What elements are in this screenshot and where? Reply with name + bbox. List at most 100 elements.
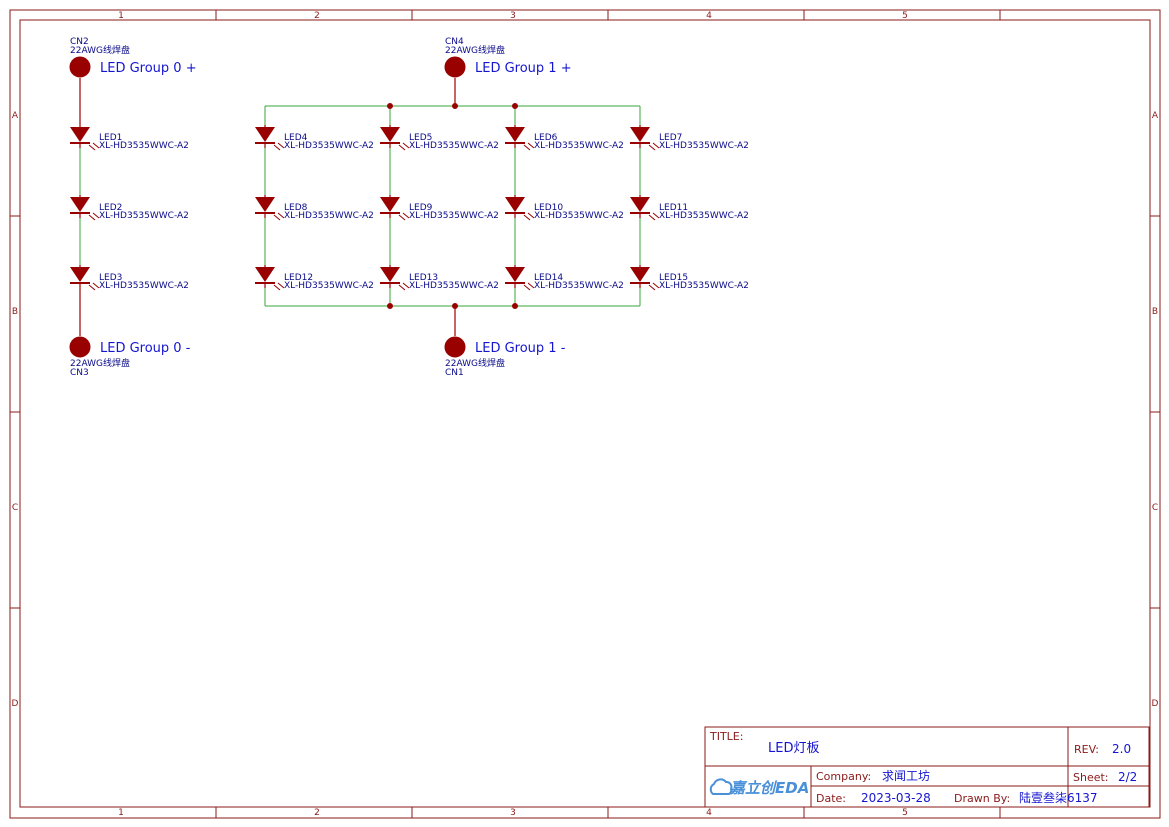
led-triangle (255, 267, 275, 282)
connector-footprint: 22AWG线焊盘 (70, 357, 130, 369)
led-arrow (273, 284, 281, 291)
led-triangle (505, 127, 525, 142)
led-arrow (652, 142, 660, 149)
led-part-number: XL-HD3535WWC-A2 (534, 281, 624, 291)
led-arrow (523, 214, 531, 221)
row-label-left: A (12, 111, 19, 121)
led-designator: LED5 (409, 133, 432, 143)
led-designator: LED2 (99, 203, 122, 213)
row-label-right: C (1152, 503, 1158, 513)
col-label-top: 3 (510, 11, 516, 21)
sheet-value: 2/2 (1118, 770, 1137, 784)
net-label: LED Group 1 - (475, 341, 566, 356)
row-label-right: A (1152, 111, 1159, 121)
led-arrow (648, 284, 656, 291)
led-triangle (70, 127, 90, 142)
led-arrow (277, 142, 285, 149)
connector-footprint: 22AWG线焊盘 (445, 44, 505, 56)
led-arrow (652, 282, 660, 289)
led-triangle (505, 267, 525, 282)
led-part-number: XL-HD3535WWC-A2 (99, 281, 189, 291)
led-arrow (88, 144, 96, 151)
title-block-border (704, 726, 1150, 808)
led-arrow (402, 282, 410, 289)
row-label-left: D (12, 699, 19, 709)
led-arrow (648, 214, 656, 221)
row-label-left: B (12, 307, 18, 317)
connector-cn3[interactable]: 22AWG线焊盘 CN3 LED Group 0 - (69, 336, 191, 378)
led-designator: LED13 (409, 273, 438, 283)
col-label-top: 1 (118, 11, 124, 21)
led-triangle (630, 127, 650, 142)
led-arrow (402, 212, 410, 219)
drawn-by-label: Drawn By: (954, 792, 1010, 805)
title-block: TITLE: LED灯板 REV: 2.0 Company: 求闻工坊 Shee… (704, 726, 1150, 808)
led-layer: LED1XL-HD3535WWC-A2LED2XL-HD3535WWC-A2LE… (70, 125, 749, 291)
led-arrow (527, 282, 535, 289)
col-label-bottom: 4 (706, 808, 712, 818)
led-arrow (648, 144, 656, 151)
led-designator: LED14 (534, 273, 563, 283)
led-arrow (523, 144, 531, 151)
connector-designator: CN1 (445, 368, 464, 378)
net-label: LED Group 1 + (475, 61, 572, 76)
led-triangle (630, 267, 650, 282)
led-arrow (652, 212, 660, 219)
led-part-number: XL-HD3535WWC-A2 (409, 141, 499, 151)
led-part-number: XL-HD3535WWC-A2 (284, 281, 374, 291)
cloud-icon (709, 778, 733, 795)
column-dividers (215, 10, 1001, 818)
connector-designator: CN2 (70, 37, 89, 47)
row-label-right: D (1152, 699, 1159, 709)
led-designator: LED7 (659, 133, 682, 143)
connector-cn1[interactable]: 22AWG线焊盘 CN1 LED Group 1 - (444, 336, 566, 378)
led-arrow (273, 144, 281, 151)
drawn-by-value: 陆壹叁柒6137 (1019, 790, 1098, 805)
led-designator: LED11 (659, 203, 688, 213)
led-part-number: XL-HD3535WWC-A2 (659, 281, 749, 291)
led-part-number: XL-HD3535WWC-A2 (659, 211, 749, 221)
junction-dot (452, 103, 458, 109)
sheet-title: LED灯板 (768, 741, 819, 756)
led-arrow (527, 212, 535, 219)
led-part-number: XL-HD3535WWC-A2 (659, 141, 749, 151)
rev-value: 2.0 (1112, 742, 1131, 756)
led-part-number: XL-HD3535WWC-A2 (534, 141, 624, 151)
date-label: Date: (816, 792, 846, 805)
col-label-bottom: 5 (902, 808, 908, 818)
col-label-top: 2 (314, 11, 320, 21)
junction-dot (512, 303, 518, 309)
led-part-number: XL-HD3535WWC-A2 (409, 281, 499, 291)
col-label-bottom: 1 (118, 808, 124, 818)
led-arrow (273, 214, 281, 221)
pad-circle (444, 336, 466, 358)
connector-designator: CN3 (70, 368, 89, 378)
junction-dot (387, 303, 393, 309)
connector-cn4[interactable]: CN4 22AWG线焊盘 LED Group 1 + (444, 37, 572, 78)
connector-footprint: 22AWG线焊盘 (445, 357, 505, 369)
led-triangle (630, 197, 650, 212)
inner-frame (19, 19, 1151, 808)
col-label-bottom: 2 (314, 808, 320, 818)
led-designator: LED12 (284, 273, 313, 283)
col-label-bottom: 3 (510, 808, 516, 818)
connector-cn2[interactable]: CN2 22AWG线焊盘 LED Group 0 + (69, 37, 197, 78)
net-label: LED Group 0 - (100, 341, 191, 356)
row-label-left: C (12, 503, 18, 513)
row-dividers (10, 215, 1160, 609)
